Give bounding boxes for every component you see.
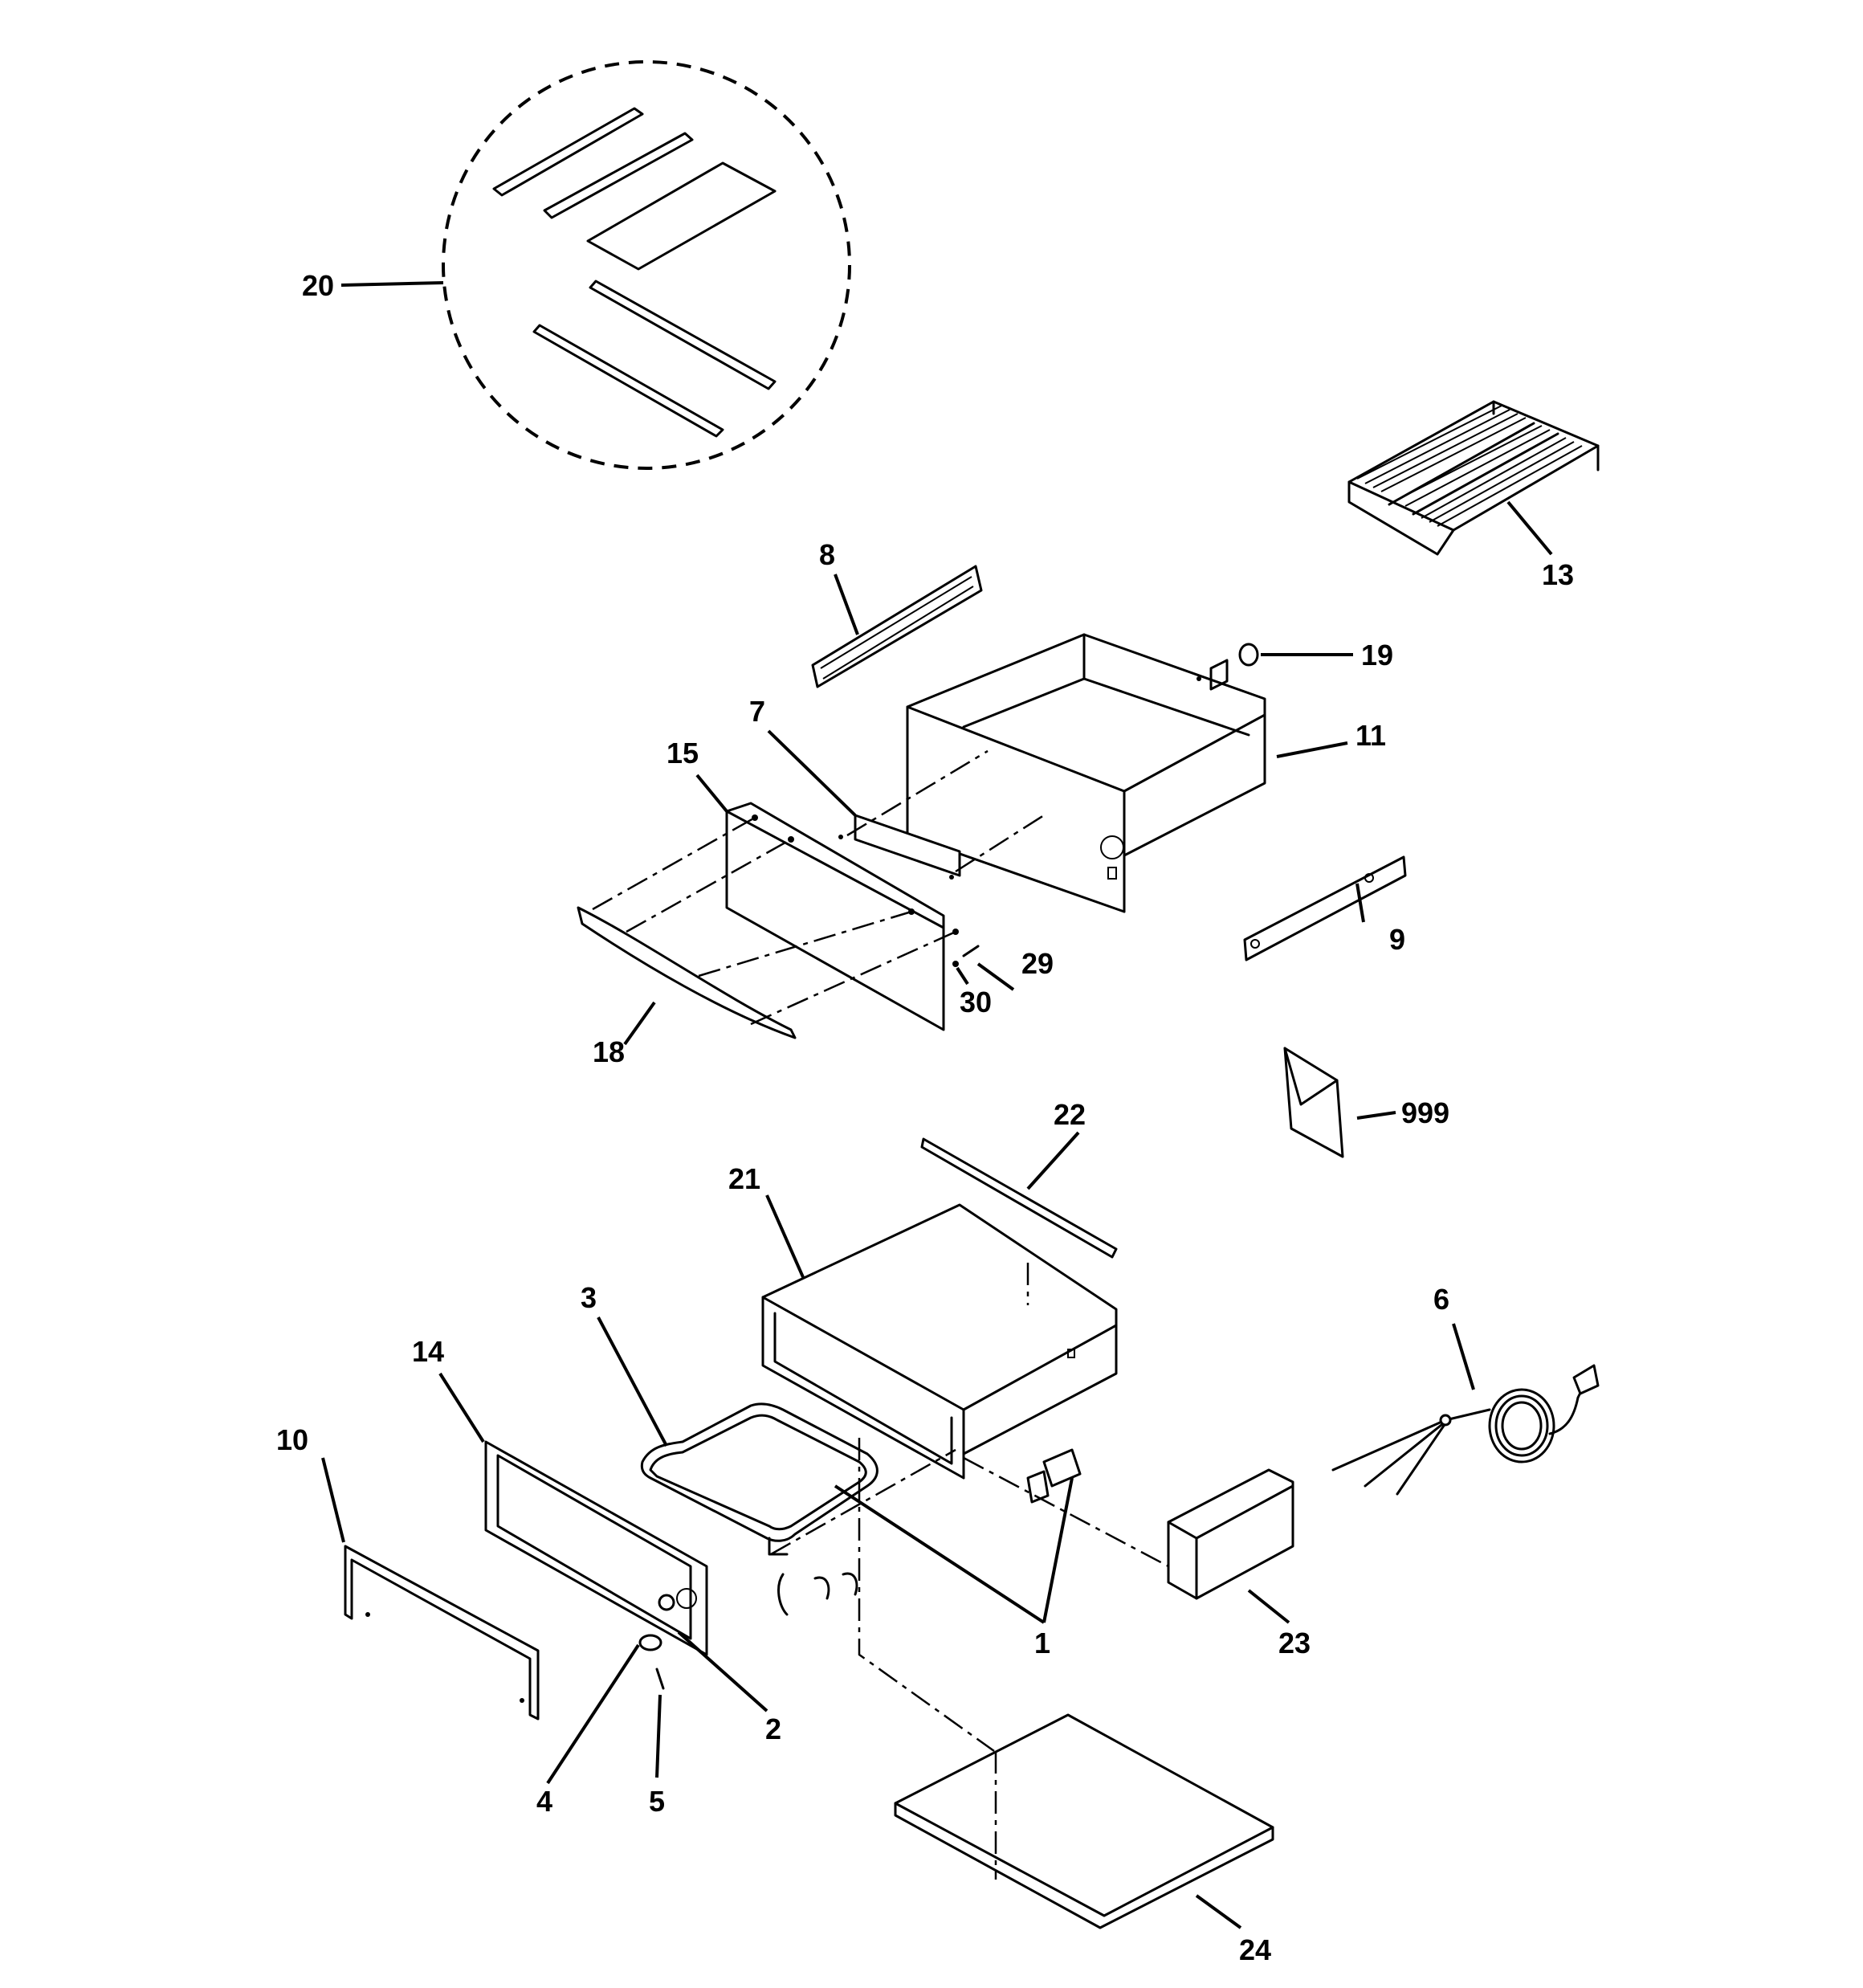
- callout-4: 4: [536, 1785, 552, 1818]
- parts-2-4-5-controls: [638, 1634, 665, 1690]
- callout-10: 10: [276, 1423, 308, 1456]
- part-19-roller: [1196, 643, 1259, 691]
- callout-15: 15: [667, 737, 699, 769]
- callout-labels: 20 13 8 19 11 7 15 9 29 30 18 999 22 21 …: [276, 269, 1574, 1966]
- part-14-inner-panel: [484, 1440, 708, 1656]
- callout-999: 999: [1401, 1096, 1449, 1129]
- part-10-bezel: [344, 1545, 540, 1721]
- callout-1: 1: [1034, 1627, 1050, 1659]
- callout-30: 30: [960, 986, 992, 1018]
- callout-2: 2: [765, 1712, 781, 1745]
- part-21-outer-housing: [761, 1203, 1118, 1480]
- part-999-manual: [1283, 1047, 1344, 1158]
- part-13-wire-rack: [1347, 400, 1600, 556]
- part-23-junction-box: [1167, 1468, 1294, 1600]
- part-9-side-rail: [1243, 855, 1407, 961]
- callout-5: 5: [649, 1785, 665, 1818]
- callout-11: 11: [1355, 719, 1386, 752]
- callout-14: 14: [412, 1335, 444, 1368]
- callout-3: 3: [581, 1281, 597, 1314]
- part-22-top-trim: [920, 1137, 1118, 1259]
- part-8-slide-rail: [811, 565, 983, 688]
- part-7-bracket: [838, 814, 961, 880]
- callout-21: 21: [728, 1162, 760, 1195]
- assembly-lines: [592, 749, 1169, 1880]
- callout-29: 29: [1021, 947, 1054, 980]
- callout-22: 22: [1054, 1098, 1086, 1131]
- part-1-thermostat: [777, 1448, 1082, 1616]
- callout-6: 6: [1433, 1283, 1449, 1316]
- part-29-30-screws: [952, 945, 980, 967]
- callout-24: 24: [1239, 1933, 1271, 1966]
- callout-9: 9: [1389, 923, 1405, 956]
- callout-20: 20: [302, 269, 334, 302]
- part-20-guide-kit: [442, 60, 851, 470]
- callout-8: 8: [819, 538, 835, 571]
- leader-lines: [321, 281, 1553, 1929]
- part-24-bottom-tray: [894, 1713, 1274, 1929]
- callout-23: 23: [1278, 1627, 1311, 1659]
- callout-13: 13: [1542, 558, 1574, 591]
- part-6-power-cord: [1331, 1364, 1600, 1496]
- callout-7: 7: [749, 695, 765, 728]
- callout-19: 19: [1361, 639, 1393, 672]
- part-3-heating-element: [640, 1402, 879, 1556]
- part-18-handle: [577, 906, 797, 1039]
- callout-18: 18: [593, 1035, 625, 1068]
